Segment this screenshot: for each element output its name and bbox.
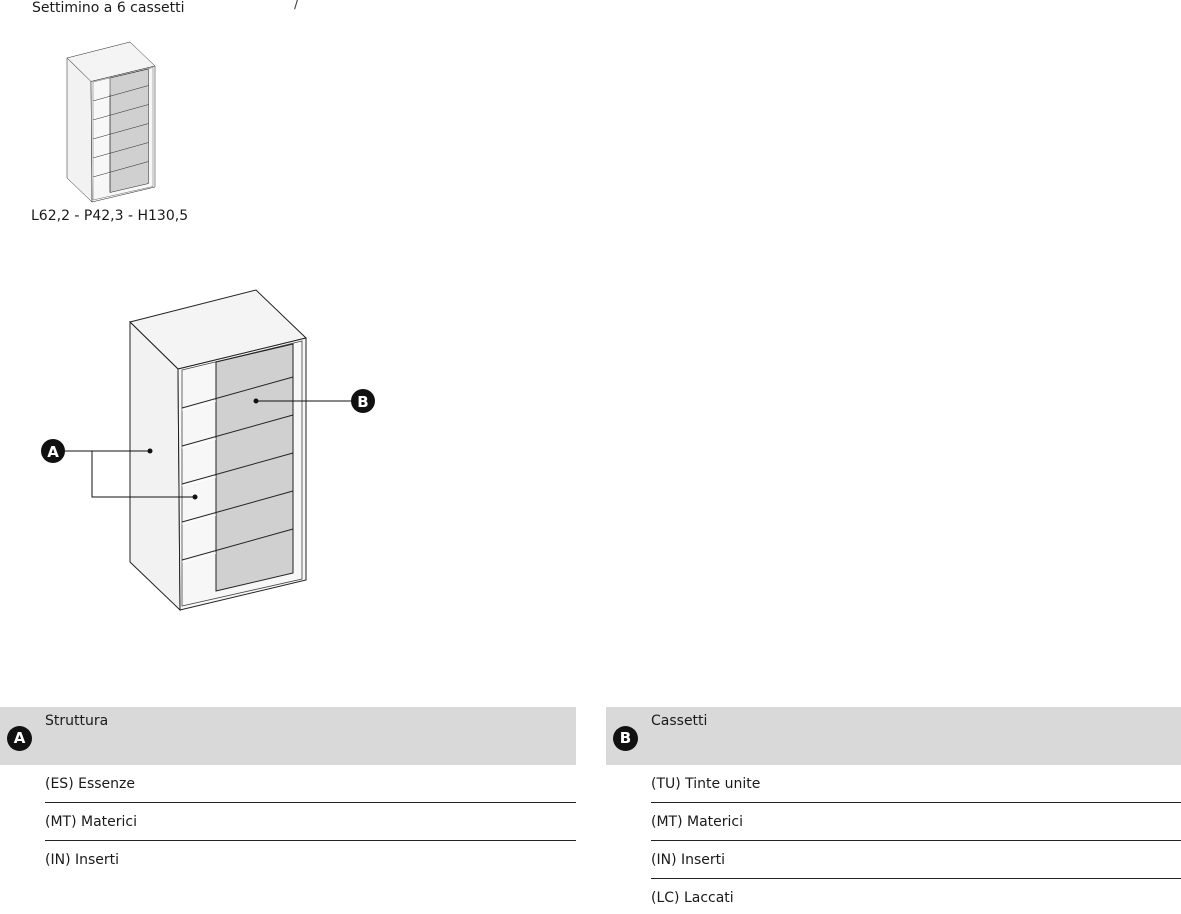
section-title: Struttura [45,713,109,729]
callout-a: A [41,439,198,500]
badge-b: B [613,726,638,751]
chest-diagram [129,289,307,611]
section-cassetti: B Cassetti (TU) Tinte unite (MT) Materic… [606,707,1181,914]
chest-thumbnail [66,41,156,203]
list-item: (MT) Materici [45,803,576,841]
badge-a: A [7,726,32,751]
separator-mark: / [294,0,299,12]
drawings: B A [41,41,375,611]
callout-b-label: B [357,393,368,411]
section-struttura: A Struttura (ES) Essenze (MT) Materici (… [0,707,576,878]
list-item: (MT) Materici [651,803,1181,841]
callout-b: B [253,389,375,413]
list-item: (IN) Inserti [45,852,120,868]
section-title: Cassetti [651,713,708,729]
callout-a-label: A [47,443,59,461]
list-item: (IN) Inserti [651,841,1181,879]
product-dimensions: L62,2 - P42,3 - H130,5 [31,208,189,224]
product-title: Settimino a 6 cassetti [32,0,185,16]
list-item: (ES) Essenze [45,765,576,803]
section-header: B Cassetti [606,707,1181,765]
section-header: A Struttura [0,707,576,765]
list-item: (TU) Tinte unite [651,765,1181,803]
list-item: (LC) Laccati [651,879,1181,914]
